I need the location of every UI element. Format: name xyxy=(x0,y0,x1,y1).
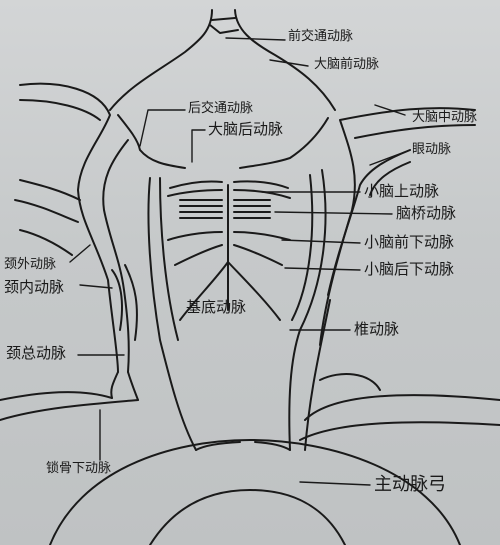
left-subclavian-4 xyxy=(0,399,139,421)
leader-pca xyxy=(191,129,206,163)
label-aortic-arch: 主动脉弓 xyxy=(374,474,446,495)
left-external-2 xyxy=(14,199,79,223)
label-posterior-inferior-cerebellar: 小脑后下动脉 xyxy=(364,260,455,278)
label-basilar: 基底动脉 xyxy=(186,298,247,316)
label-common-carotid: 颈总动脉 xyxy=(6,344,67,362)
label-posterior-cerebral: 大脑后动脉 xyxy=(208,120,284,138)
leader-pcom xyxy=(139,109,186,147)
pica-left xyxy=(174,244,223,266)
label-anterior-cerebral: 大脑前动脉 xyxy=(314,57,380,72)
label-posterior-communicating: 后交通动脉 xyxy=(188,101,254,116)
arch-top-right xyxy=(254,441,291,451)
left-subclavian-1 xyxy=(110,371,119,399)
pcom-right-vessel xyxy=(239,117,329,169)
leader-acom xyxy=(225,37,286,41)
leader-aca xyxy=(269,59,309,67)
arch-top-left xyxy=(195,441,241,451)
label-middle-cerebral: 大脑中动脉 xyxy=(412,110,478,125)
label-superior-cerebellar: 小脑上动脉 xyxy=(364,182,440,200)
right-vertebral-b xyxy=(291,174,314,321)
right-ophthalmic xyxy=(327,149,411,296)
leader-ophthalmic xyxy=(369,149,411,166)
left-carotid-outer xyxy=(19,82,119,373)
acom-small xyxy=(209,24,239,34)
aortic-arch-outer xyxy=(49,439,461,545)
label-internal-carotid: 颈内动脉 xyxy=(4,278,65,296)
left-external-5 xyxy=(124,264,138,341)
leader-internal xyxy=(79,284,113,289)
left-vertebral-b xyxy=(159,177,179,341)
label-pontine: 脑桥动脉 xyxy=(396,204,457,222)
sca-right-2 xyxy=(233,189,291,199)
leader-external xyxy=(69,244,91,263)
label-anterior-communicating: 前交通动脉 xyxy=(288,29,354,44)
left-subclavian-2 xyxy=(127,371,139,401)
left-external-3 xyxy=(19,229,73,256)
right-subclavian-2 xyxy=(304,394,500,421)
sca-right-1 xyxy=(233,180,289,189)
left-vertebral xyxy=(147,177,197,451)
right-big-arc xyxy=(304,299,331,451)
right-carotid-outer xyxy=(319,107,476,346)
label-external-carotid: 颈外动脉 xyxy=(4,257,57,272)
pcom-left-vessel xyxy=(117,114,186,169)
aica-right xyxy=(233,231,291,241)
basilar-to-right xyxy=(227,261,281,321)
leader-aica xyxy=(281,239,361,244)
left-carotid-inner xyxy=(102,139,130,373)
label-anterior-inferior-cerebellar: 小脑前下动脉 xyxy=(364,233,455,251)
right-carotid-inner xyxy=(354,124,476,139)
label-subclavian: 锁骨下动脉 xyxy=(46,461,112,476)
pica-right xyxy=(233,244,283,266)
aortic-arch-inner xyxy=(149,489,346,545)
leader-mca xyxy=(374,104,406,116)
leader-pica xyxy=(284,267,361,271)
right-subclavian-1 xyxy=(319,373,381,391)
left-external-1 xyxy=(19,179,81,201)
sca-left-1 xyxy=(169,180,223,189)
left-external-4 xyxy=(111,269,123,331)
label-ophthalmic: 眼动脉 xyxy=(412,142,452,157)
sca-left-2 xyxy=(167,189,223,197)
left-mca-top xyxy=(19,99,101,121)
right-subclavian-3 xyxy=(299,421,500,441)
label-vertebral: 椎动脉 xyxy=(354,320,400,338)
anterior-cerebral-left-vessel xyxy=(109,9,213,111)
aica-left xyxy=(167,231,223,241)
left-subclavian-3 xyxy=(0,391,113,401)
basilar-to-left xyxy=(179,261,229,321)
anterior-communicating-vessel xyxy=(211,17,236,21)
anterior-cerebral-right-vessel xyxy=(234,9,336,111)
leader-aortic-arch xyxy=(299,481,371,486)
right-ophthalmic-b xyxy=(369,161,411,196)
leader-pontine xyxy=(274,211,393,215)
